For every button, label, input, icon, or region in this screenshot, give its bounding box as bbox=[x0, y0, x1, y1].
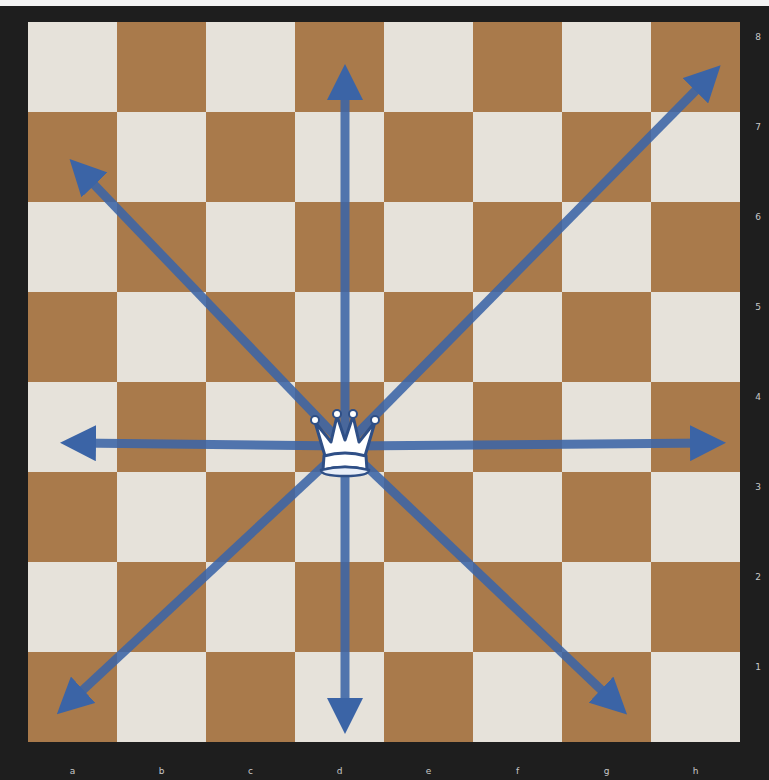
board-square bbox=[206, 202, 295, 292]
rank-label: 2 bbox=[755, 573, 761, 582]
queen-foot bbox=[321, 467, 369, 476]
board-square bbox=[384, 202, 473, 292]
board-square bbox=[473, 472, 562, 562]
board-square bbox=[384, 472, 473, 562]
board-square bbox=[28, 292, 117, 382]
crown-ball bbox=[349, 410, 357, 418]
move-arrow bbox=[70, 446, 345, 702]
board-square bbox=[473, 652, 562, 742]
board-square bbox=[384, 112, 473, 202]
rank-label: 1 bbox=[755, 663, 761, 672]
board-square bbox=[28, 22, 117, 112]
board-square bbox=[651, 562, 740, 652]
board-square bbox=[651, 472, 740, 562]
board-square bbox=[562, 562, 651, 652]
board-square bbox=[651, 652, 740, 742]
board-square bbox=[562, 472, 651, 562]
board-square bbox=[117, 112, 206, 202]
rank-label: 6 bbox=[755, 213, 761, 222]
board-square bbox=[206, 292, 295, 382]
board-square bbox=[206, 112, 295, 202]
board-square bbox=[651, 292, 740, 382]
file-label: b bbox=[159, 767, 165, 776]
board-square bbox=[117, 22, 206, 112]
board-square bbox=[295, 382, 384, 472]
crown-ball bbox=[333, 410, 341, 418]
move-arrow bbox=[345, 443, 708, 446]
file-label: c bbox=[248, 767, 253, 776]
rank-label: 5 bbox=[755, 303, 761, 312]
board-square bbox=[473, 202, 562, 292]
board-square bbox=[295, 112, 384, 202]
file-label: a bbox=[70, 767, 76, 776]
board-square bbox=[206, 382, 295, 472]
board-square bbox=[651, 382, 740, 472]
board-square bbox=[28, 472, 117, 562]
move-arrow bbox=[345, 446, 614, 702]
board-square bbox=[206, 652, 295, 742]
file-label: e bbox=[426, 767, 432, 776]
crown-ball bbox=[371, 416, 379, 424]
board-square bbox=[28, 562, 117, 652]
queen-crown bbox=[315, 416, 375, 456]
board-square bbox=[117, 292, 206, 382]
move-arrow bbox=[345, 78, 708, 446]
board-square bbox=[295, 562, 384, 652]
board-square bbox=[562, 22, 651, 112]
top-strip bbox=[0, 0, 769, 6]
board-square bbox=[206, 562, 295, 652]
board-square bbox=[473, 112, 562, 202]
board-square bbox=[206, 472, 295, 562]
board-square bbox=[651, 22, 740, 112]
board-square bbox=[295, 22, 384, 112]
board-square bbox=[473, 382, 562, 472]
rank-label: 8 bbox=[755, 33, 761, 42]
rank-label: 7 bbox=[755, 123, 761, 132]
move-arrow bbox=[82, 172, 345, 446]
board-square bbox=[117, 382, 206, 472]
rank-label: 4 bbox=[755, 393, 761, 402]
file-label: h bbox=[693, 767, 699, 776]
board-square bbox=[295, 202, 384, 292]
board-square bbox=[384, 292, 473, 382]
board-square bbox=[384, 562, 473, 652]
board-square bbox=[28, 202, 117, 292]
move-arrow bbox=[341, 446, 350, 716]
board-square bbox=[562, 112, 651, 202]
file-label: g bbox=[604, 767, 610, 776]
move-arrow bbox=[341, 82, 350, 446]
board-square bbox=[117, 652, 206, 742]
board-square bbox=[117, 562, 206, 652]
board-square bbox=[473, 22, 562, 112]
file-label: f bbox=[516, 767, 519, 776]
queen-piece bbox=[311, 410, 379, 476]
board-square bbox=[384, 652, 473, 742]
board-square bbox=[28, 382, 117, 472]
board-square bbox=[562, 292, 651, 382]
board-square bbox=[295, 292, 384, 382]
board-square bbox=[384, 22, 473, 112]
board-square bbox=[206, 22, 295, 112]
file-label: d bbox=[337, 767, 343, 776]
rank-label: 3 bbox=[755, 483, 761, 492]
board-square bbox=[651, 202, 740, 292]
move-arrows bbox=[70, 78, 708, 716]
board-square bbox=[562, 382, 651, 472]
board-square bbox=[295, 652, 384, 742]
move-arrow bbox=[78, 443, 345, 446]
board-square bbox=[117, 202, 206, 292]
board-square bbox=[117, 472, 206, 562]
board-squares bbox=[28, 22, 740, 742]
crown-ball bbox=[311, 416, 319, 424]
